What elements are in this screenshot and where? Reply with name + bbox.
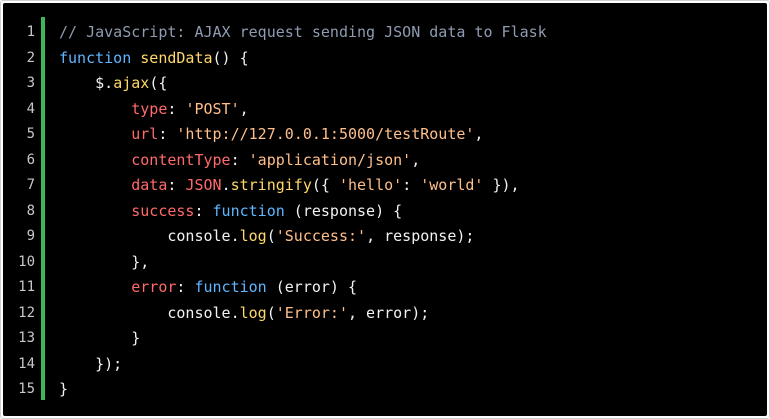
code-token-plain: , response); <box>366 227 475 245</box>
code-token-string: 'Success:' <box>275 227 367 245</box>
code-token-plain: (response) { <box>284 201 403 220</box>
code-token-string: 'POST' <box>185 99 240 118</box>
code-token-plain <box>59 125 131 143</box>
code-token-keyword: function <box>59 48 132 67</box>
code-token-func: log <box>239 303 267 322</box>
code-token-plain <box>59 202 131 220</box>
code-token-plain: : <box>167 99 186 118</box>
line-number: 3 <box>26 75 35 91</box>
line-number: 10 <box>18 253 35 270</box>
line-number: 7 <box>26 177 35 193</box>
code-token-plain: , error); <box>348 303 430 322</box>
code-token-string: 'hello' <box>338 176 403 194</box>
line-number: 9 <box>26 228 35 244</box>
code-token-plain: console. <box>59 303 240 322</box>
line-number: 13 <box>18 330 35 346</box>
code-token-plain: $. <box>59 74 114 92</box>
code-token-string: 'world' <box>420 176 484 194</box>
code-token-plain: ({ <box>149 74 168 92</box>
code-token-plain: }), <box>483 176 520 194</box>
code-token-plain: (error) { <box>266 278 358 296</box>
code-token-plain <box>131 49 140 67</box>
code-line: } <box>59 326 767 352</box>
code-token-string: 'http://127.0.0.1:5000/testRoute' <box>176 125 475 143</box>
code-token-plain <box>59 176 131 194</box>
code-token-plain <box>59 100 131 118</box>
code-line: success: function (response) { <box>59 199 767 225</box>
line-number: 11 <box>18 279 35 295</box>
code-token-prop: error <box>131 278 177 296</box>
code-line: function sendData() { <box>59 46 767 72</box>
code-token-plain: : <box>167 176 186 194</box>
code-token-plain: , <box>411 150 421 169</box>
code-token-prop: url <box>131 125 159 143</box>
code-token-plain: : <box>402 176 421 194</box>
line-number: 12 <box>18 304 35 321</box>
code-line: data: JSON.stringify({ 'hello': 'world' … <box>59 173 767 199</box>
line-number: 4 <box>26 100 35 117</box>
code-token-plain: ( <box>266 227 276 245</box>
code-token-func: log <box>239 227 267 245</box>
code-token-plain: }, <box>59 252 150 271</box>
code-line: } <box>59 377 767 403</box>
code-line: console.log('Success:', response); <box>59 224 767 250</box>
code-line: }); <box>59 352 767 378</box>
code-token-plain: console. <box>59 227 240 245</box>
code-line: $.ajax({ <box>59 71 767 97</box>
code-token-keyword: function <box>212 201 285 220</box>
code-token-string: 'Error:' <box>275 303 348 322</box>
code-line: // JavaScript: AJAX request sending JSON… <box>59 20 767 46</box>
code-line: }, <box>59 250 767 276</box>
code-token-func: stringify <box>230 176 312 194</box>
code-line: url: 'http://127.0.0.1:5000/testRoute', <box>59 122 767 148</box>
code-line: type: 'POST', <box>59 97 767 123</box>
code-token-plain: : <box>230 150 249 169</box>
code-token-plain: , <box>474 125 484 143</box>
code-content: // JavaScript: AJAX request sending JSON… <box>59 20 767 403</box>
code-line: console.log('Error:', error); <box>59 301 767 327</box>
code-token-plain: : <box>194 201 213 220</box>
code-token-plain: : <box>176 278 195 296</box>
line-number: 5 <box>26 126 35 142</box>
code-token-prop: data <box>131 176 168 194</box>
line-number: 14 <box>18 355 35 372</box>
code-token-prop: type <box>131 99 168 118</box>
code-token-plain: . <box>221 176 231 194</box>
code-token-keyword: function <box>194 278 267 296</box>
code-token-plain: }); <box>59 354 123 373</box>
code-token-prop: success <box>131 201 195 220</box>
code-token-plain: () { <box>212 48 249 67</box>
code-token-plain <box>59 278 131 296</box>
code-token-plain: ({ <box>311 176 339 194</box>
code-token-plain: ( <box>266 303 276 322</box>
code-token-prop: JSON <box>185 176 222 194</box>
code-token-plain: } <box>59 329 141 347</box>
code-token-func: sendData <box>140 48 213 67</box>
code-token-prop: contentType <box>131 150 231 169</box>
code-token-string: 'application/json' <box>248 150 412 169</box>
line-number: 1 <box>26 24 35 40</box>
line-number: 15 <box>18 381 35 397</box>
code-line: contentType: 'application/json', <box>59 148 767 174</box>
code-token-plain: } <box>59 380 69 398</box>
code-token-comment: // JavaScript: AJAX request sending JSON… <box>59 23 547 41</box>
gutter-accent-bar <box>41 17 45 400</box>
code-token-plain: , <box>239 99 249 118</box>
code-token-func: ajax <box>113 74 150 92</box>
code-line: error: function (error) { <box>59 275 767 301</box>
line-number: 2 <box>26 49 35 66</box>
code-token-plain: : <box>158 125 177 143</box>
line-number: 6 <box>26 151 35 168</box>
code-token-plain <box>59 151 131 169</box>
line-number: 8 <box>26 202 35 219</box>
